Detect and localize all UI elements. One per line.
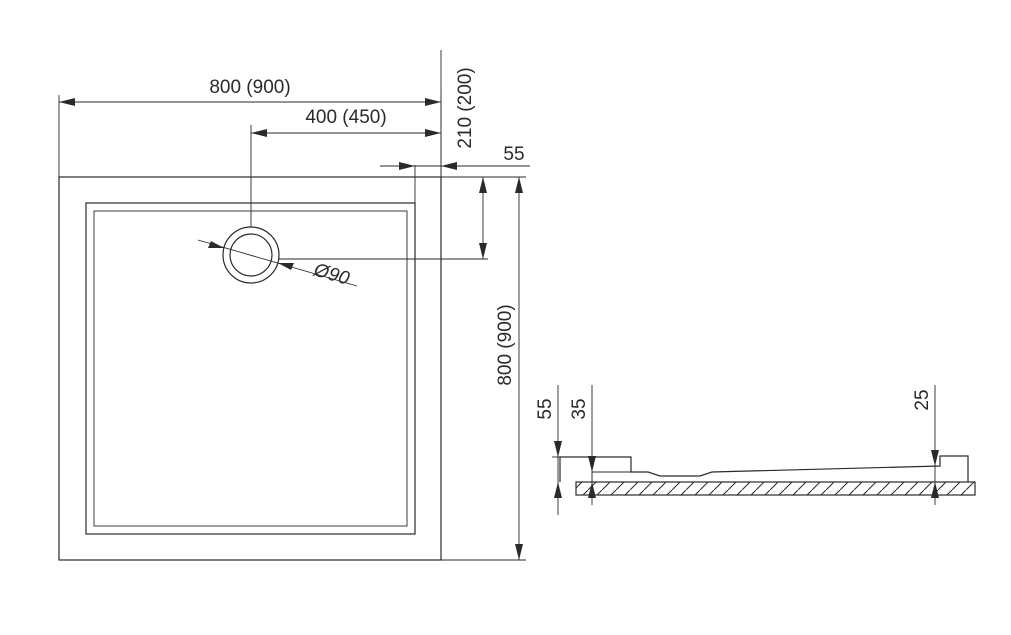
inner-height-label: 35 bbox=[569, 398, 590, 419]
section-height-35-dimension: 35 bbox=[569, 385, 596, 505]
section-height-55-dimension: 55 bbox=[535, 385, 562, 515]
tray-rim-inner bbox=[93, 210, 408, 527]
overall-width-label: 800 (900) bbox=[209, 77, 290, 98]
drain-offset-x-label: 400 (450) bbox=[305, 107, 386, 128]
overall-depth-label: 800 (900) bbox=[495, 304, 516, 385]
plan-view: 800 (900) 400 (450) 210 (200) 55 bbox=[58, 50, 530, 561]
drain-offset-x-dimension: 400 (450) bbox=[250, 107, 441, 227]
depth-dimension: 800 (900) bbox=[441, 176, 526, 561]
rim-width-dimension: 55 bbox=[380, 144, 530, 203]
rim-width-label: 55 bbox=[503, 144, 524, 165]
rim-height-label: 25 bbox=[912, 389, 933, 410]
tray-outline bbox=[58, 176, 442, 561]
tray-section-profile bbox=[559, 455, 969, 482]
drain-diameter-label: Ø90 bbox=[310, 259, 352, 289]
total-height-label: 55 bbox=[535, 398, 556, 419]
section-height-25-dimension: 25 bbox=[912, 385, 939, 505]
drain-offset-y-label: 210 (200) bbox=[455, 67, 476, 148]
drain-offset-y-dimension: 210 (200) bbox=[279, 50, 488, 260]
tray-rim-outer bbox=[85, 202, 416, 535]
section-view: 55 35 25 bbox=[535, 385, 976, 515]
floor-hatching bbox=[575, 481, 976, 496]
